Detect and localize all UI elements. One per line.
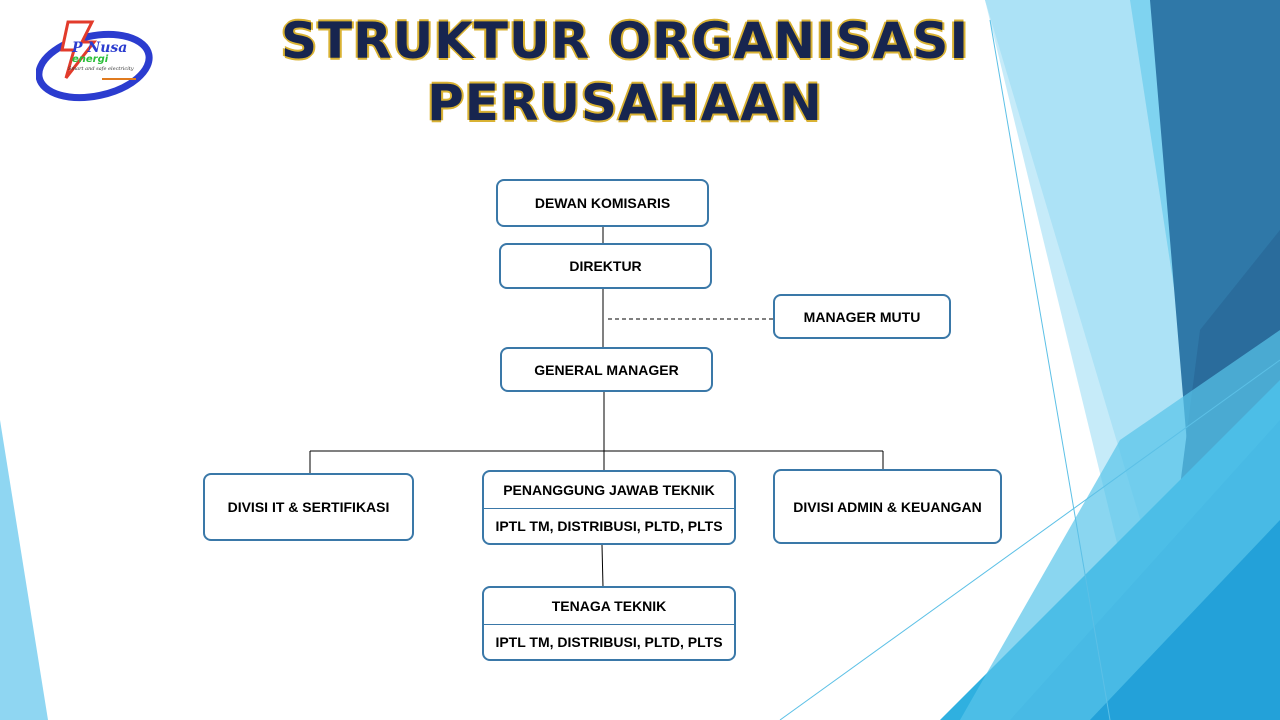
logo-name-text: Nusa — [87, 40, 128, 56]
box-divisi-admin: DIVISI ADMIN & KEUANGAN — [773, 469, 1002, 544]
title-line-2: PERUSAHAAN — [427, 74, 823, 132]
title-line-1: STRUKTUR ORGANISASI — [280, 12, 970, 70]
box-divisi-it: DIVISI IT & SERTIFIKASI — [203, 473, 414, 541]
label-manager-mutu: MANAGER MUTU — [803, 308, 921, 325]
tenaga-teknik-title: TENAGA TEKNIK — [484, 588, 734, 625]
connector-pj-to-tenaga — [601, 544, 604, 588]
label-divisi-it: DIVISI IT & SERTIFIKASI — [227, 499, 390, 515]
box-general-manager: GENERAL MANAGER — [500, 347, 713, 392]
pj-teknik-title: PENANGGUNG JAWAB TEKNIK — [484, 472, 734, 509]
label-direktur: DIREKTUR — [569, 258, 642, 274]
logo-name: P Nusa — [72, 40, 127, 56]
logo-letter: P — [72, 40, 83, 56]
logo-subname: energi — [72, 54, 109, 65]
label-dewan-komisaris: DEWAN KOMISARIS — [534, 195, 671, 211]
box-penanggung-jawab-teknik: PENANGGUNG JAWAB TEKNIK IPTL TM, DISTRIB… — [482, 470, 736, 545]
label-divisi-admin: DIVISI ADMIN & KEUANGAN — [793, 498, 982, 515]
box-direktur: DIREKTUR — [499, 243, 712, 289]
box-tenaga-teknik: TENAGA TEKNIK IPTL TM, DISTRIBUSI, PLTD,… — [482, 586, 736, 661]
logo-tagline: Smart and safe electricity — [68, 66, 134, 72]
logo-mark-icon — [36, 20, 153, 102]
label-general-manager: GENERAL MANAGER — [534, 361, 679, 378]
box-manager-mutu: MANAGER MUTU — [773, 294, 951, 339]
page-title: STRUKTUR ORGANISASI PERUSAHAAN — [240, 10, 1010, 134]
box-dewan-komisaris: DEWAN KOMISARIS — [496, 179, 709, 227]
tenaga-teknik-scope: IPTL TM, DISTRIBUSI, PLTD, PLTS — [495, 634, 723, 651]
pj-teknik-scope: IPTL TM, DISTRIBUSI, PLTD, PLTS — [495, 518, 723, 535]
